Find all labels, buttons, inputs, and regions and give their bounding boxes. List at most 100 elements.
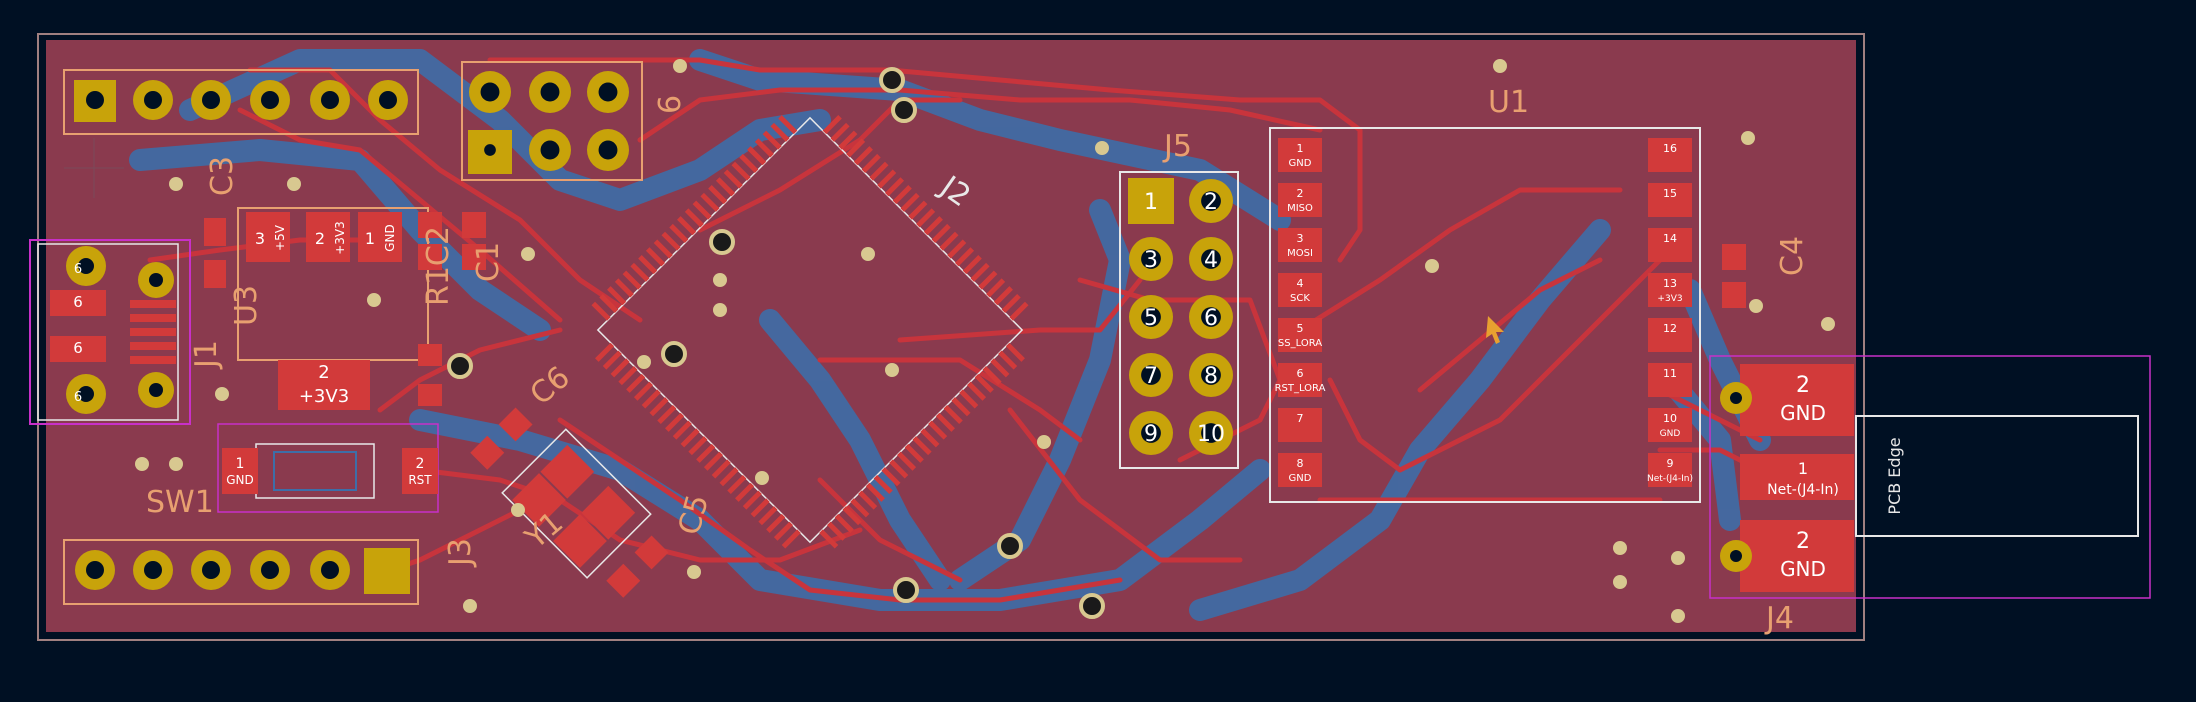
via — [713, 303, 727, 317]
qfp-pad — [904, 443, 924, 463]
back-copper-traces — [129, 49, 1771, 621]
via — [1425, 259, 1439, 273]
cap-c6[interactable] — [470, 407, 533, 470]
qfp-pad — [630, 262, 650, 282]
drill-hole — [1141, 423, 1161, 443]
pad-number: 3 — [255, 229, 265, 248]
u1-pad-number: 8 — [1297, 457, 1304, 470]
drill-hole — [1141, 307, 1161, 327]
via — [1749, 299, 1763, 313]
via — [1821, 317, 1835, 331]
via — [709, 229, 735, 255]
qfp-pad — [696, 443, 716, 463]
qfp-pad — [970, 262, 990, 282]
u1-pad — [1278, 228, 1322, 262]
u1-pad — [1648, 408, 1692, 442]
via — [673, 59, 687, 73]
qfp-pad — [900, 192, 920, 212]
connector-j1[interactable]: 6 6 6 6 — [29, 239, 191, 425]
header-j6[interactable] — [63, 69, 419, 135]
j3-pins — [75, 550, 350, 590]
qfp-pad — [842, 506, 862, 526]
j5-pin-number: 6 — [1204, 306, 1218, 331]
qfp-pad — [993, 286, 1013, 306]
u1-pad-number: 7 — [1297, 412, 1304, 425]
cap-c3[interactable] — [204, 218, 226, 288]
via — [637, 355, 651, 369]
connector-j4[interactable]: 2 GND 2 GND 1 Net-(J4-In) PCB Edge — [1709, 355, 2151, 599]
via — [287, 177, 301, 191]
qfp-pad — [700, 192, 720, 212]
qfp-pad — [998, 350, 1018, 370]
switch-sw1[interactable]: 1 GND 2 RST — [217, 423, 439, 513]
u1-pad-net: +3V3 — [1657, 294, 1682, 304]
ref-r1c2: R1C2 — [421, 226, 456, 306]
qfp-pad — [834, 513, 854, 533]
u1-pad-number: 12 — [1663, 322, 1677, 335]
qfp-pad — [935, 412, 955, 432]
qfp-pad — [1009, 301, 1029, 321]
u1-pad — [1278, 408, 1322, 442]
drill-hole — [261, 561, 279, 579]
pad-net: GND — [1780, 401, 1826, 425]
r1c2-c1[interactable] — [418, 212, 486, 406]
drill-hole — [144, 561, 162, 579]
regulator-u3[interactable]: 3 +5V 2 +3V3 1 GND 2 +3V3 — [237, 207, 429, 410]
via — [215, 387, 229, 401]
module-u1[interactable]: 1GND2MISO3MOSI4SCK5SS_LORA6RST_LORA78GND… — [1269, 127, 1701, 503]
qfp-pad — [692, 200, 712, 220]
qfp-pad — [633, 381, 654, 401]
via — [997, 533, 1023, 559]
via — [1741, 131, 1755, 145]
drill-hole — [261, 91, 279, 109]
drill-hole — [321, 561, 339, 579]
j5-pin-number: 3 — [1144, 248, 1158, 273]
qfp-pad — [715, 177, 736, 197]
mcu-pads — [591, 115, 1029, 549]
qfp-pad — [708, 185, 728, 205]
via — [1613, 575, 1627, 589]
u1-pad-number: 3 — [1297, 232, 1304, 245]
via — [687, 565, 701, 579]
drill-hole — [1201, 191, 1221, 211]
header-spi[interactable] — [461, 61, 643, 181]
drill-hole — [321, 91, 339, 109]
qfp-pad — [677, 216, 697, 236]
j5-pin-number: 9 — [1144, 422, 1158, 447]
cap-c4[interactable] — [1722, 244, 1746, 308]
pad-number: 2 — [1796, 529, 1810, 554]
drill-hole — [1141, 249, 1161, 269]
pad-net: GND — [383, 224, 397, 252]
qfp-pad — [622, 270, 642, 290]
qfp-pad — [850, 498, 870, 518]
j1-pad-label: 6 — [73, 339, 83, 357]
ref-c3: C3 — [205, 156, 240, 196]
u1-pad-net: RST_LORA — [1275, 383, 1326, 394]
u1-pad-net: GND — [1289, 473, 1312, 484]
qfp-pad — [614, 278, 634, 298]
drill-hole — [1201, 365, 1221, 385]
qfp-pad — [661, 231, 681, 251]
pad-net: GND — [1780, 557, 1826, 581]
ref-sw1: SW1 — [146, 485, 214, 520]
qfp-pad — [711, 459, 731, 479]
mcu-j2[interactable] — [567, 87, 1053, 573]
u1-pad-net: MOSI — [1287, 248, 1313, 259]
drill-hole — [484, 144, 496, 156]
pad-number: 2 — [1796, 373, 1810, 398]
via — [169, 177, 183, 191]
via — [1079, 593, 1105, 619]
via — [1671, 551, 1685, 565]
qfp-pad — [766, 513, 786, 533]
via — [511, 503, 525, 517]
pad-net: +3V3 — [299, 386, 349, 407]
header-j3[interactable] — [63, 539, 419, 605]
j1-pad-label: 6 — [73, 293, 83, 311]
qfp-pad — [943, 404, 963, 425]
qfp-pad — [982, 366, 1002, 386]
drill-hole — [540, 82, 560, 102]
ref-j6: 6 — [653, 95, 688, 114]
